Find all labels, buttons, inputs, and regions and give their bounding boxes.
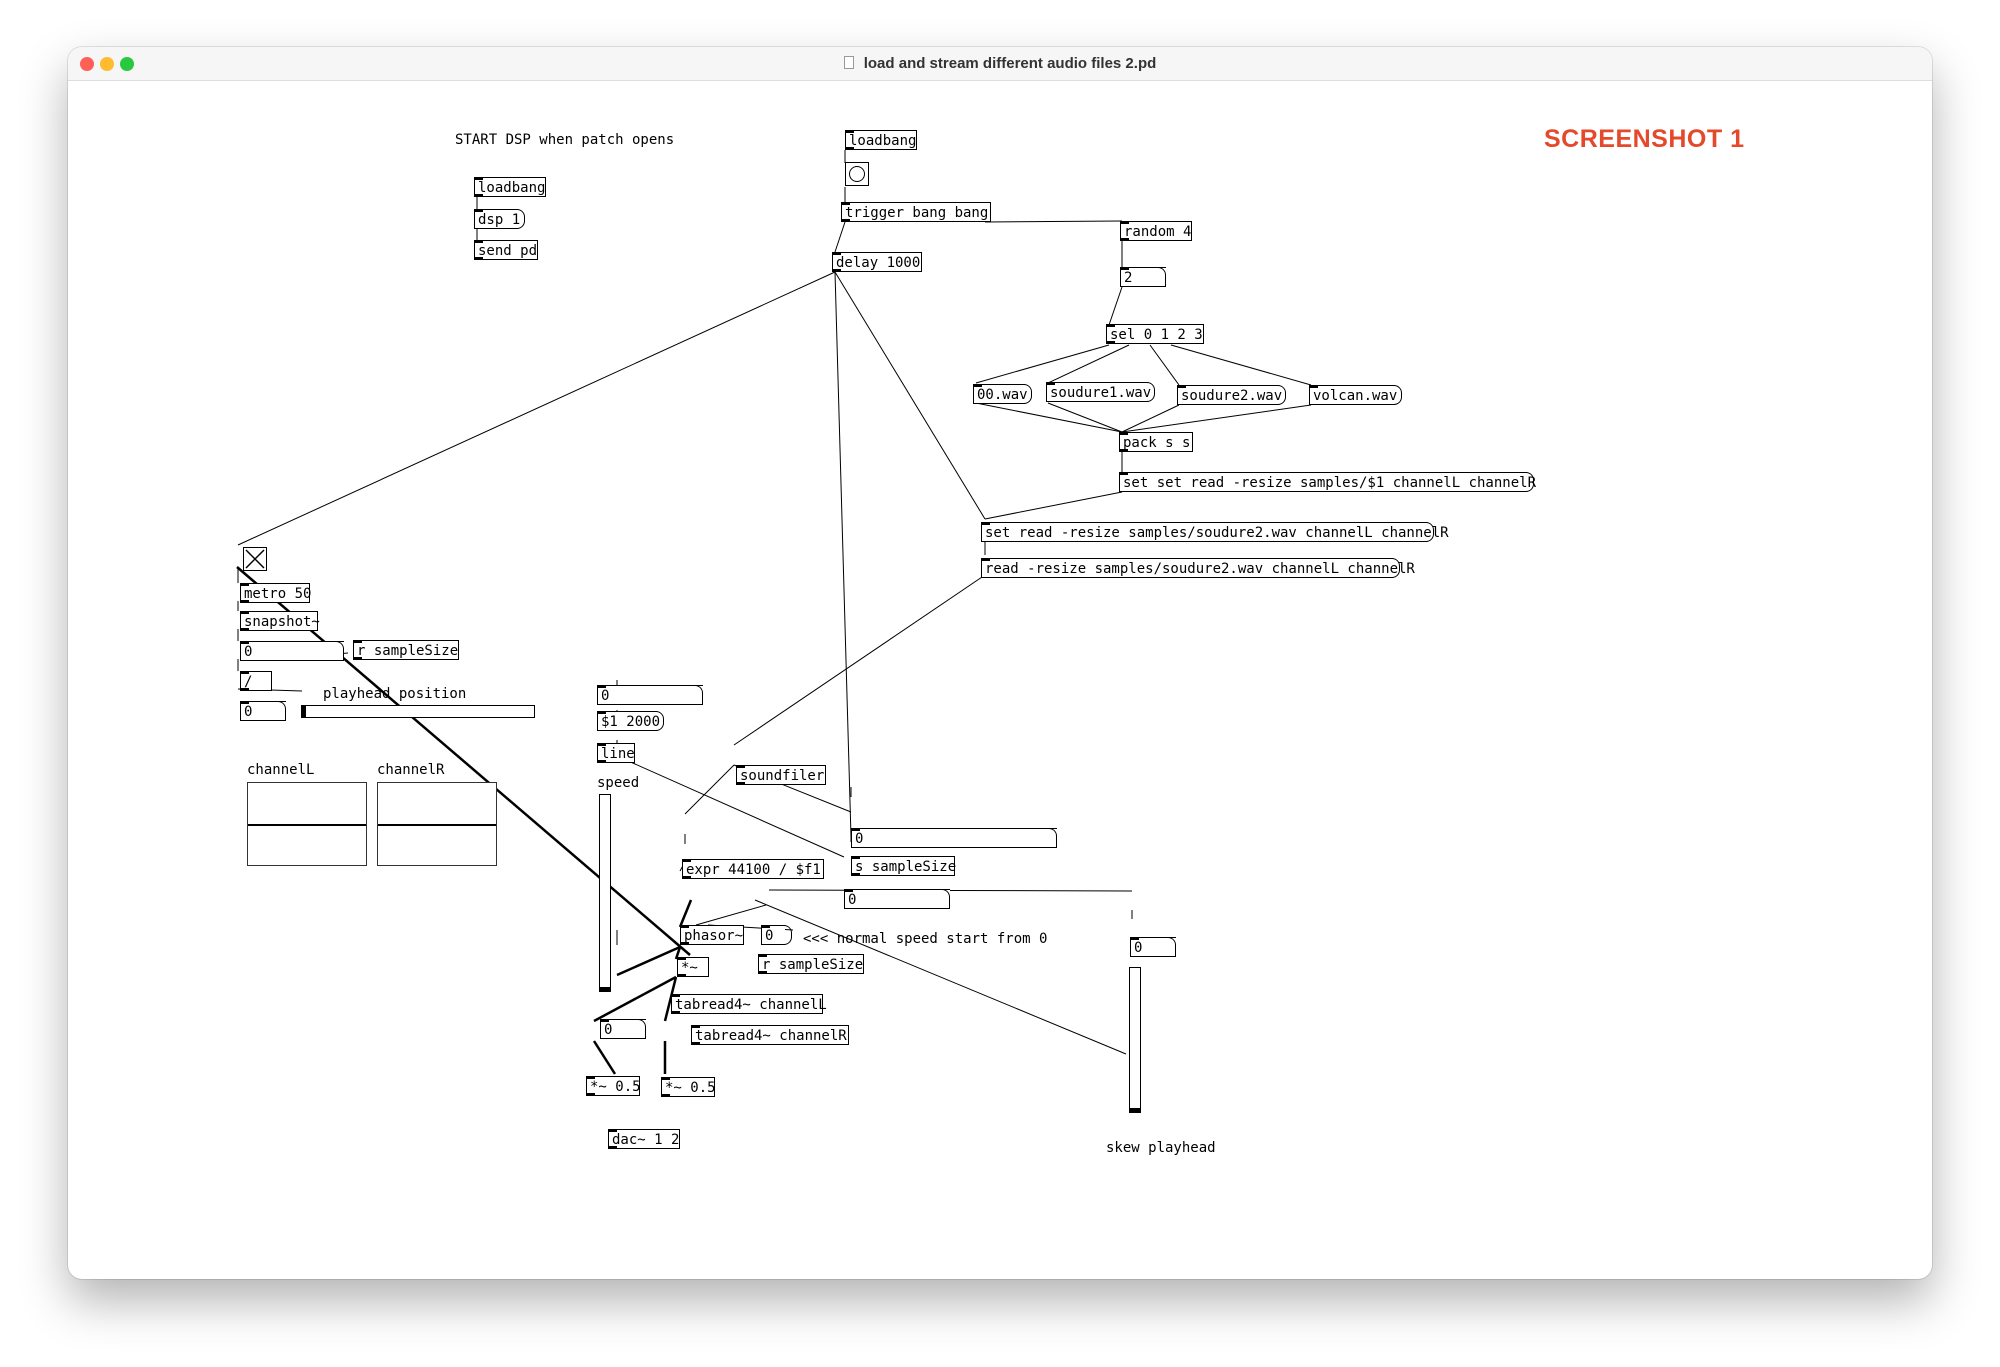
array-channel-r[interactable]	[377, 782, 497, 866]
object-metro[interactable]: metro 50	[240, 583, 311, 603]
comment-skew-playhead: skew playhead	[1106, 1140, 1216, 1156]
number-random-output[interactable]: 2	[1120, 267, 1166, 287]
object-trigger[interactable]: trigger bang bang	[841, 202, 991, 222]
message-dsp-on[interactable]: dsp 1	[474, 209, 525, 229]
cord	[616, 945, 681, 977]
object-soundfiler[interactable]: soundfiler	[736, 765, 826, 785]
object-tabread-l[interactable]: tabread4~ channelL	[671, 994, 827, 1014]
object-r-samplesize-2[interactable]: r sampleSize	[758, 954, 864, 974]
object-line[interactable]: line	[597, 743, 635, 763]
slider-skew-playhead[interactable]	[1129, 967, 1141, 1113]
comment-channel-r: channelR	[377, 762, 445, 778]
cord	[1149, 344, 1180, 386]
cord	[1121, 404, 1180, 433]
object-loadbang-main[interactable]: loadbang	[845, 130, 917, 150]
slider-speed[interactable]	[599, 794, 611, 992]
cord	[1047, 402, 1123, 433]
cord	[834, 221, 846, 253]
message-set-set-read[interactable]: set set read -resize samples/$1 channelL…	[1119, 472, 1536, 492]
cord	[678, 899, 693, 928]
title-bar: load and stream different audio files 2.…	[68, 47, 1932, 81]
object-sel[interactable]: sel 0 1 2 3	[1106, 324, 1204, 344]
comment-speed: speed	[597, 775, 640, 791]
bang-circle-icon	[849, 166, 865, 182]
screenshot-label: SCREENSHOT 1	[1544, 125, 1745, 153]
object-divide[interactable]: /	[240, 671, 272, 691]
document-icon	[843, 56, 854, 69]
object-dac[interactable]: dac~ 1 2	[608, 1129, 680, 1149]
object-phasor[interactable]: phasor~	[680, 925, 744, 945]
message-set-read[interactable]: set read -resize samples/soudure2.wav ch…	[981, 522, 1449, 542]
object-snapshot[interactable]: snapshot~	[240, 611, 320, 631]
cord	[1170, 344, 1312, 386]
cord	[984, 220, 1123, 223]
object-tabread-r[interactable]: tabread4~ channelR	[691, 1025, 849, 1045]
cord	[834, 271, 852, 838]
patch-cords	[236, 150, 1312, 1075]
cord	[834, 271, 986, 520]
number-samplesize-output[interactable]: 0	[851, 828, 1057, 848]
message-phase-zero[interactable]: 0	[761, 925, 792, 945]
object-times-signal[interactable]: *~	[677, 957, 709, 977]
cord	[975, 402, 1123, 433]
object-expr[interactable]: expr 44100 / $f1	[682, 859, 824, 879]
message-file-soudure1[interactable]: soudure1.wav	[1046, 382, 1155, 402]
cord	[592, 1040, 617, 1075]
object-r-samplesize-1[interactable]: r sampleSize	[353, 640, 459, 660]
object-send-pd[interactable]: send pd	[474, 240, 538, 260]
cord	[975, 344, 1110, 384]
cord	[695, 904, 767, 926]
array-channel-l[interactable]	[247, 782, 367, 866]
waveform-line	[378, 824, 496, 826]
comment-channel-l: channelL	[247, 762, 315, 778]
comment-playhead-position: playhead position	[323, 686, 467, 702]
number-snapshot-output[interactable]: 0	[240, 641, 344, 661]
object-pack[interactable]: pack s s	[1119, 432, 1193, 452]
object-delay[interactable]: delay 1000	[832, 252, 922, 272]
toggle-x-icon	[245, 549, 265, 569]
cord	[684, 764, 735, 815]
cord	[984, 491, 1123, 520]
toggle-metro[interactable]	[243, 547, 267, 571]
close-window-button[interactable]	[80, 57, 94, 71]
object-gain-l[interactable]: *~ 0.5	[586, 1076, 641, 1096]
number-skew-input[interactable]: 0	[1130, 937, 1176, 957]
slider-playhead-position[interactable]	[301, 705, 535, 718]
number-divide-output[interactable]: 0	[240, 701, 286, 721]
cord	[1121, 404, 1312, 433]
message-ramp[interactable]: $1 2000	[597, 711, 664, 731]
cord	[1047, 344, 1130, 384]
comment-normal-speed: <<< normal speed start from 0	[803, 931, 1048, 947]
object-loadbang-dsp[interactable]: loadbang	[474, 177, 546, 197]
cord	[1108, 286, 1123, 326]
message-read[interactable]: read -resize samples/soudure2.wav channe…	[981, 558, 1415, 578]
message-file-volcan[interactable]: volcan.wav	[1309, 385, 1402, 405]
message-file-soudure2[interactable]: soudure2.wav	[1177, 385, 1286, 405]
number-expr-output[interactable]: 0	[844, 889, 950, 909]
message-file-00[interactable]: 00.wav	[973, 384, 1032, 404]
window-title: load and stream different audio files 2.…	[863, 55, 1157, 72]
pd-patch-window: load and stream different audio files 2.…	[68, 47, 1932, 1279]
number-speed-output[interactable]: 0	[600, 1019, 646, 1039]
bang-button[interactable]	[845, 162, 869, 186]
object-gain-r[interactable]: *~ 0.5	[661, 1077, 716, 1097]
comment-start-dsp: START DSP when patch opens	[455, 132, 675, 148]
object-s-samplesize[interactable]: s sampleSize	[851, 856, 956, 876]
number-line-input[interactable]: 0	[597, 685, 703, 705]
cord	[237, 271, 836, 546]
patch-canvas[interactable]: START DSP when patch opens playhead posi…	[68, 47, 1932, 1279]
cord	[733, 574, 986, 746]
zoom-window-button[interactable]	[120, 57, 134, 71]
cord	[768, 889, 1133, 892]
minimize-window-button[interactable]	[100, 57, 114, 71]
object-random[interactable]: random 4	[1120, 221, 1192, 241]
waveform-line	[248, 824, 366, 826]
